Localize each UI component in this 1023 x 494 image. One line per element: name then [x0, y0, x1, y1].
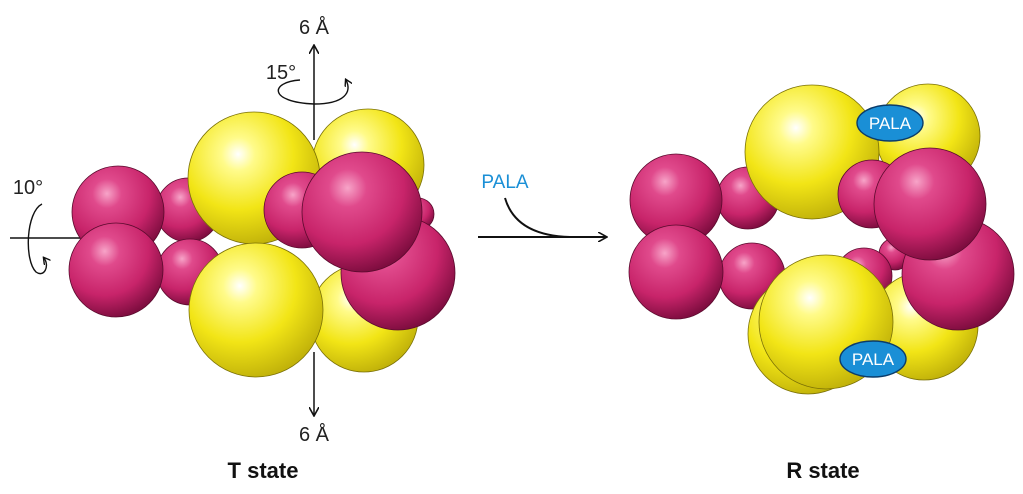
catalytic-subunit	[188, 242, 324, 378]
regulatory-subunit	[301, 151, 423, 273]
horizontal-rotation-arrow	[27, 203, 46, 275]
pala-badge-bottom-label: PALA	[852, 350, 895, 369]
t-state-title: T state	[228, 458, 299, 483]
bottom-shift-label: 6 Å	[299, 423, 330, 446]
pala-badge-bottom	[839, 340, 907, 378]
transition: PALA	[478, 172, 606, 237]
t-state-structure: 6 Å 6 Å 15° 10° T state	[10, 16, 456, 483]
r-state-structure: PALA PALA R state	[628, 83, 1015, 483]
horizontal-rotation-label: 10°	[13, 177, 43, 199]
pala-badge-top	[856, 104, 924, 142]
top-shift-label: 6 Å	[299, 16, 330, 39]
pala-badge-top-label: PALA	[869, 114, 912, 133]
pala-ligand-label: PALA	[481, 172, 529, 193]
ligand-binding-curve	[504, 197, 571, 238]
vertical-rotation-label: 15°	[266, 62, 296, 84]
vertical-rotation-arrow	[277, 80, 348, 105]
regulatory-subunit	[68, 222, 164, 318]
r-state-title: R state	[786, 458, 859, 483]
regulatory-subunit	[873, 147, 987, 261]
regulatory-subunit	[628, 224, 724, 320]
